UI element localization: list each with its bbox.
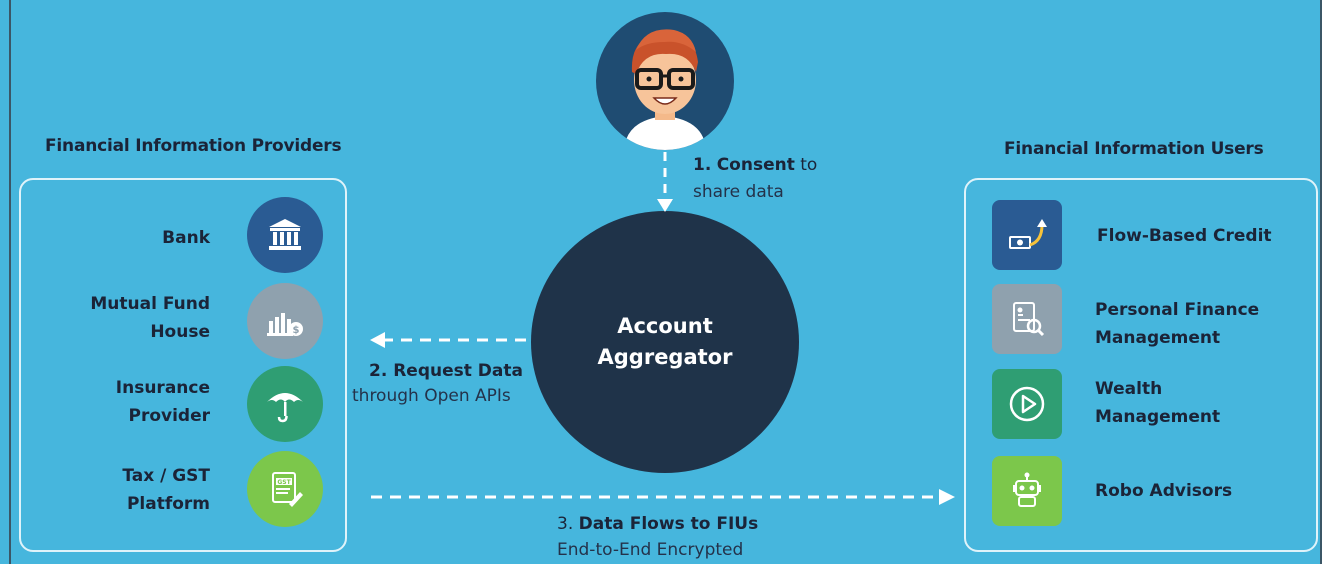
flow-step-text: 3. Data Flows to FIUs — [557, 514, 758, 534]
play-circle-icon — [992, 369, 1062, 439]
request-arrow-head — [370, 332, 385, 348]
robot-icon — [992, 456, 1062, 526]
user-label-credit: Flow-Based Credit — [1097, 226, 1272, 246]
cash-growth-icon — [992, 200, 1062, 270]
consent-step-number: 1. — [693, 155, 712, 175]
provider-label-tax: Tax / GST Platform — [122, 466, 210, 514]
providers-title: Financial Information Providers — [45, 136, 342, 156]
bank-icon — [247, 197, 323, 273]
flow-step-bold: Data Flows to FIUs — [578, 514, 759, 534]
consent-step-bold: Consent — [716, 155, 795, 175]
aggregator-label: Account Aggregator — [597, 314, 733, 369]
user-label-robo: Robo Advisors — [1095, 481, 1233, 501]
users-panel — [964, 178, 1318, 552]
provider-label-bank: Bank — [162, 228, 210, 248]
mutual-fund-chart-icon: $ — [247, 283, 323, 359]
right-frame-line — [1320, 0, 1322, 564]
request-step-sub: through Open APIs — [352, 386, 511, 406]
providers-panel — [19, 178, 347, 552]
umbrella-icon — [247, 366, 323, 442]
consent-step-rest: to — [800, 155, 818, 175]
user-label-wealth: Wealth Management — [1095, 379, 1221, 427]
finance-document-search-icon — [992, 284, 1062, 354]
gst-badge-text: GST — [277, 479, 291, 486]
user-label-pfm: Personal Finance Management — [1095, 300, 1260, 348]
flow-step-number: 3. — [557, 514, 574, 534]
flow-step-sub: End-to-End Encrypted — [557, 540, 744, 560]
request-step-bold: 2. Request Data — [369, 361, 523, 381]
gst-document-icon: GST — [247, 451, 323, 527]
user-avatar — [596, 12, 734, 150]
provider-label-insurance: Insurance Provider — [115, 378, 210, 426]
provider-label-mutual-fund: Mutual Fund House — [90, 294, 210, 342]
consent-step-text: 1. Consent to — [693, 155, 817, 175]
svg-text:$: $ — [293, 325, 300, 336]
account-aggregator-node: Account Aggregator — [531, 211, 799, 473]
consent-arrow-head — [657, 199, 673, 212]
request-step-text: 2. Request Data — [369, 361, 523, 381]
flow-arrow-head — [939, 489, 955, 505]
left-frame-line — [9, 0, 11, 564]
consent-step-sub: share data — [693, 182, 784, 202]
users-title: Financial Information Users — [1004, 139, 1264, 159]
